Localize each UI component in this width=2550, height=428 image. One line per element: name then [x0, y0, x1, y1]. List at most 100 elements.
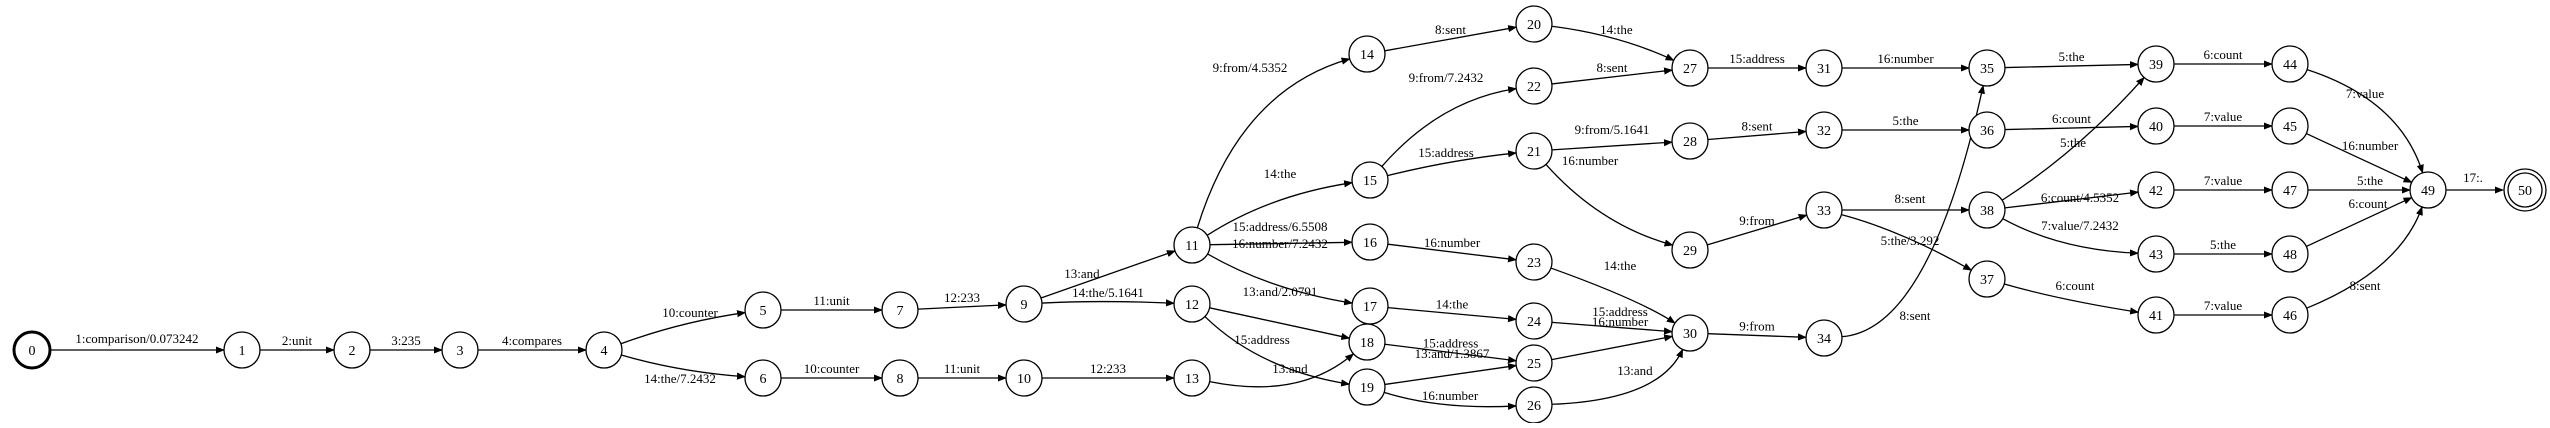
state-node-41: 41 — [2137, 296, 2175, 334]
state-label: 50 — [2518, 184, 2532, 199]
state-circle — [1805, 191, 1843, 229]
edge-label-30-34: 9:from — [1739, 319, 1774, 334]
edge-label-15-22: 9:from/7.2432 — [1409, 70, 1484, 85]
state-circle — [2137, 171, 2175, 209]
state-circle — [1515, 5, 1553, 43]
state-node-1: 1 — [223, 331, 261, 369]
state-node-49: 49 — [2409, 171, 2447, 209]
edge-label-9-11: 13:and — [1064, 266, 1100, 281]
state-circle — [744, 291, 782, 329]
edge-label-37-41: 6:count — [2056, 278, 2095, 293]
edge-label-15-21: 15:address — [1418, 145, 1474, 160]
state-circle — [2271, 296, 2309, 334]
state-node-46: 46 — [2271, 296, 2309, 334]
edge-label-4-6: 14:the/7.2432 — [644, 371, 716, 386]
state-node-26: 26 — [1515, 386, 1553, 424]
state-circle — [744, 359, 782, 397]
state-node-36: 36 — [1968, 111, 2006, 149]
state-label: 9 — [1021, 298, 1028, 313]
state-node-34: 34 — [1805, 319, 1843, 357]
state-node-24: 24 — [1515, 302, 1553, 340]
state-circle — [2271, 107, 2309, 145]
state-node-0: 0 — [12, 330, 52, 370]
state-circle — [441, 331, 479, 369]
edge-label-17-24: 14:the — [1436, 297, 1469, 312]
state-label: 21 — [1527, 145, 1541, 160]
edge-4-5 — [620, 310, 747, 345]
state-node-33: 33 — [1805, 191, 1843, 229]
edge-label-36-40: 6:count — [2052, 111, 2091, 126]
edge-label-48-49: 6:count — [2349, 196, 2388, 211]
edge-label-43-48: 5:the — [2210, 237, 2236, 252]
state-node-50: 50 — [2503, 168, 2547, 212]
edge-37-41 — [2004, 283, 2140, 315]
edge-label-3-4: 4:compares — [502, 333, 562, 348]
edge-label-28-32: 8:sent — [1741, 119, 1772, 134]
edge-12-18 — [1209, 307, 1351, 340]
state-label: 42 — [2149, 184, 2163, 199]
state-circle — [2271, 171, 2309, 209]
state-circle — [223, 331, 261, 369]
state-label: 18 — [1360, 336, 1374, 351]
state-node-32: 32 — [1805, 111, 1843, 149]
edge-label-49-50: 17:. — [2463, 170, 2483, 185]
state-circle — [1515, 302, 1553, 340]
edge-label-29-33: 9:from — [1739, 213, 1774, 228]
edge-label-0-1: 1:comparison/0.073242 — [75, 331, 198, 346]
state-label: 39 — [2149, 58, 2163, 73]
state-circle — [881, 359, 919, 397]
state-circle — [881, 291, 919, 329]
state-label: 43 — [2149, 248, 2163, 263]
state-node-6: 6 — [744, 359, 782, 397]
state-circle — [1968, 49, 2006, 87]
state-node-22: 22 — [1515, 67, 1553, 105]
state-node-25: 25 — [1515, 344, 1553, 382]
edge-label-38-43: 7:value/7.2432 — [2041, 218, 2119, 233]
state-label: 37 — [1980, 273, 1994, 288]
edge-38-43 — [2002, 218, 2139, 257]
state-label: 48 — [2283, 248, 2297, 263]
state-node-16: 16 — [1351, 223, 1389, 261]
state-circle — [1968, 111, 2006, 149]
state-circle — [1351, 161, 1389, 199]
state-label: 46 — [2283, 309, 2297, 324]
state-label: 26 — [1527, 399, 1541, 414]
edge-label-4-5: 10:counter — [662, 305, 718, 320]
state-label: 35 — [1980, 62, 1994, 77]
edge-label-12-18: 13:and/2.0791 — [1243, 284, 1318, 299]
edge-7-9 — [917, 301, 1007, 310]
state-node-7: 7 — [881, 291, 919, 329]
edge-9-12 — [1041, 299, 1175, 307]
state-circle — [12, 330, 52, 370]
state-label: 33 — [1817, 204, 1831, 219]
state-label: 4 — [601, 344, 608, 359]
state-node-14: 14 — [1348, 35, 1386, 73]
state-label: 6 — [760, 372, 767, 387]
state-circle — [1968, 191, 2006, 229]
edge-15-22 — [1381, 86, 1518, 167]
state-node-43: 43 — [2137, 235, 2175, 273]
state-node-35: 35 — [1968, 49, 2006, 87]
state-node-19: 19 — [1348, 368, 1386, 406]
state-label: 22 — [1527, 80, 1541, 95]
edge-label-2-3: 3:235 — [391, 333, 421, 348]
state-node-5: 5 — [744, 291, 782, 329]
edge-label-8-10: 11:unit — [944, 361, 981, 376]
state-label: 34 — [1817, 332, 1831, 347]
edge-label-14-20: 8:sent — [1435, 22, 1466, 37]
state-label: 16 — [1363, 236, 1377, 251]
state-label: 14 — [1360, 48, 1374, 63]
state-node-27: 27 — [1671, 49, 1709, 87]
state-circle — [333, 331, 371, 369]
state-circle — [1515, 132, 1553, 170]
edge-label-32-36: 5:the — [1893, 113, 1919, 128]
edge-label-10-13: 12:233 — [1090, 361, 1126, 376]
state-circle — [1005, 359, 1043, 397]
state-label: 11 — [1185, 239, 1198, 254]
state-circle — [1348, 35, 1386, 73]
edge-9-11 — [1040, 250, 1176, 299]
edge-46-49 — [2306, 206, 2423, 309]
state-circle — [1805, 319, 1843, 357]
